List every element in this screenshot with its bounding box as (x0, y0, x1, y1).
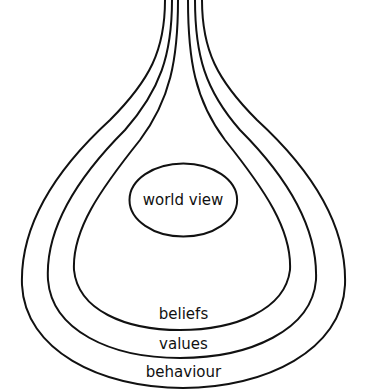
onion-outline (48, 0, 316, 358)
onion-outline (74, 0, 290, 330)
layer-label: values (30, 335, 337, 353)
world-view-core: world view (128, 162, 239, 238)
layer-label: behaviour (0, 363, 367, 381)
onion-outline (60, 0, 307, 335)
onion-outline (22, 0, 345, 388)
beliefs-layer: beliefs world view (60, 0, 307, 335)
layer-label: world view (128, 191, 239, 209)
layer-label: beliefs (60, 305, 307, 323)
values-layer: values beliefs world view (30, 0, 337, 365)
